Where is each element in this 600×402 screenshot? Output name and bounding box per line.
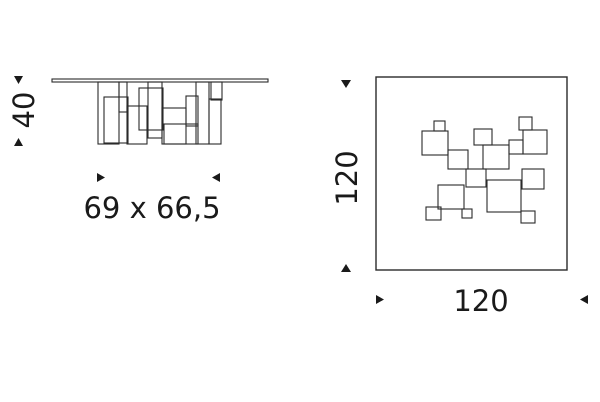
side-view: 40 69 x 66,5 bbox=[7, 76, 269, 225]
base-plan bbox=[421, 116, 548, 224]
height-arrow-bottom bbox=[14, 138, 23, 146]
footprint-label: 69 x 66,5 bbox=[83, 191, 220, 225]
glass-top-plan bbox=[375, 76, 568, 271]
top-view: 120 120 bbox=[330, 76, 588, 318]
width-arrow-right bbox=[580, 295, 588, 304]
width-label: 120 bbox=[453, 284, 508, 318]
base-side-elevation bbox=[97, 81, 223, 145]
depth-arrow-bottom bbox=[341, 264, 351, 272]
height-label: 40 bbox=[7, 92, 41, 129]
height-arrow-top bbox=[14, 76, 23, 84]
width-arrow-left bbox=[376, 295, 384, 304]
depth-label: 120 bbox=[330, 150, 364, 205]
footprint-arrow-right bbox=[212, 173, 220, 182]
footprint-arrow-left bbox=[97, 173, 105, 182]
depth-arrow-top bbox=[341, 80, 351, 88]
